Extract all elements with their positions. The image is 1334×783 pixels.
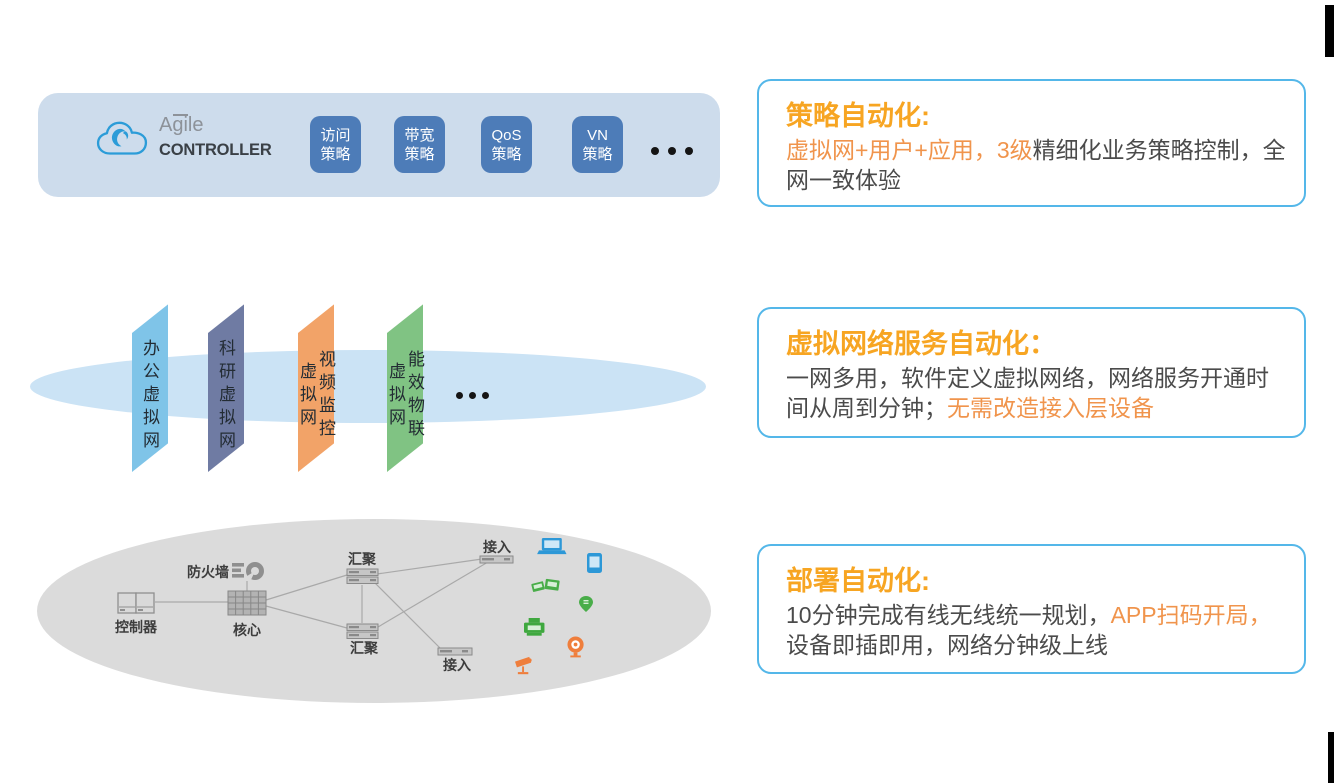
info-box-policy-line2: 网一致体验 xyxy=(786,167,901,193)
aggregation-top-label: 汇聚 xyxy=(348,551,377,567)
screen-artifact-bottom-right xyxy=(1328,732,1334,783)
aggregation-bottom-label: 汇聚 xyxy=(350,640,379,656)
plane-office-label: 办公虚拟网 xyxy=(140,338,159,454)
info-box-deployment: 部署自动化: 10分钟完成有线无线统一规划，APP扫码开局， 设备即插即用，网络… xyxy=(757,544,1306,674)
policy-button-vn: VN 策略 xyxy=(572,116,623,173)
controller-banner: Agile CONTROLLER 访问 策略 带宽 策略 QoS 策略 VN 策… xyxy=(38,93,720,197)
aggregation-bottom-icon xyxy=(346,623,379,639)
info-box-vn-line2: 间从周到分钟；无需改造接入层设备 xyxy=(786,395,1154,421)
more-policies-ellipsis xyxy=(651,147,693,155)
macron-bar xyxy=(173,114,188,116)
core-label: 核心 xyxy=(233,622,261,638)
controller-label: 控制器 xyxy=(115,619,158,635)
info-box-deploy-line2: 设备即插即用，网络分钟级上线 xyxy=(786,632,1108,658)
device-terminals-icon xyxy=(531,578,560,592)
dot xyxy=(685,147,693,155)
device-tablet-icon xyxy=(587,553,602,573)
screen-artifact-top-right xyxy=(1325,5,1334,57)
access-top-icon xyxy=(479,555,514,564)
cloud-icon xyxy=(96,121,148,155)
info-box-vn-title: 虚拟网络服务自动化： xyxy=(786,329,1056,359)
firewall-label: 防火墙 xyxy=(187,564,229,580)
physical-network-diagram: 控制器 核心 防火墙 xyxy=(37,519,711,703)
info-box-vn-line1: 一网多用，软件定义虚拟网络，网络服务开通时 xyxy=(786,365,1269,391)
info-box-vn-service: 虚拟网络服务自动化： 一网多用，软件定义虚拟网络，网络服务开通时 间从周到分钟；… xyxy=(757,307,1306,438)
device-pin-icon xyxy=(579,596,593,612)
access-top-label: 接入 xyxy=(483,539,511,555)
dot xyxy=(482,392,489,399)
device-cctv-icon xyxy=(515,656,532,675)
brand-controller: CONTROLLER xyxy=(159,141,272,159)
brand-text: Agile CONTROLLER xyxy=(159,114,272,163)
policy-button-qos: QoS 策略 xyxy=(481,116,532,173)
dot xyxy=(456,392,463,399)
plane-energy-label: 能效物联虚拟网 xyxy=(386,350,424,442)
info-box-deploy-title: 部署自动化: xyxy=(786,566,930,596)
dot xyxy=(668,147,676,155)
access-bottom-label: 接入 xyxy=(443,657,471,673)
brand-agile: Agile xyxy=(159,114,204,136)
plane-research-label: 科研虚拟网 xyxy=(216,338,235,454)
info-box-deploy-line1: 10分钟完成有线无线统一规划，APP扫码开局， xyxy=(786,602,1272,628)
physical-network-ellipse xyxy=(37,519,711,703)
network-links xyxy=(155,558,489,651)
core-switch-icon xyxy=(227,590,267,616)
access-bottom-icon xyxy=(437,647,473,656)
info-box-policy-line1: 虚拟网+用户+应用，3级精细化业务策略控制，全 xyxy=(786,137,1286,163)
policy-button-bandwidth: 带宽 策略 xyxy=(394,116,445,173)
info-box-policy: 策略自动化: 虚拟网+用户+应用，3级精细化业务策略控制，全 网一致体验 xyxy=(757,79,1306,207)
agile-controller-logo: Agile CONTROLLER xyxy=(96,111,272,163)
device-printer-icon xyxy=(524,618,545,636)
firewall-icon xyxy=(232,562,264,582)
plane-video-label: 视频监控虚拟网 xyxy=(297,350,335,442)
device-laptop-icon xyxy=(537,538,567,555)
info-box-policy-title: 策略自动化: xyxy=(786,101,930,131)
more-vn-ellipsis xyxy=(456,392,489,399)
dot xyxy=(469,392,476,399)
aggregation-top-icon xyxy=(346,568,379,584)
dot xyxy=(651,147,659,155)
policy-button-access: 访问 策略 xyxy=(310,116,361,173)
device-webcam-icon xyxy=(567,636,584,658)
controller-icon xyxy=(117,592,155,614)
